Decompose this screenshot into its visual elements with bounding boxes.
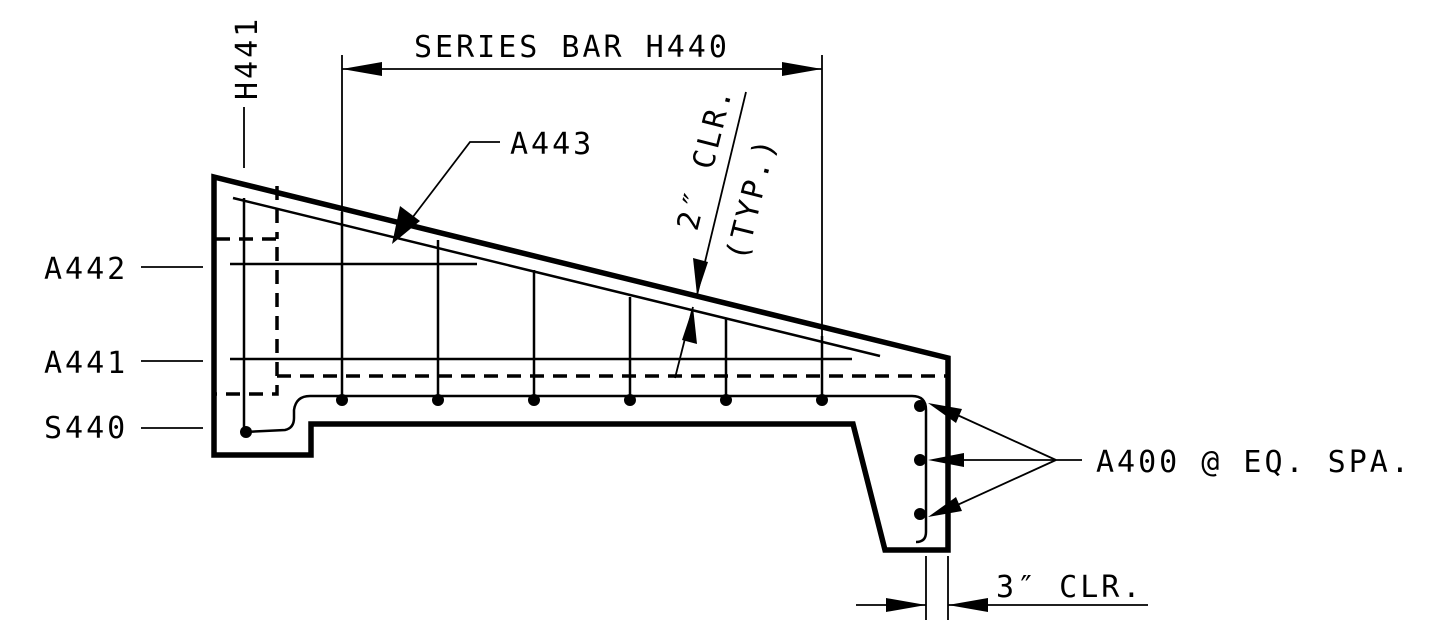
clr-2in-leader (674, 91, 747, 379)
a400-leaders (928, 403, 1082, 517)
label-series-bar: SERIES BAR H440 (414, 30, 730, 65)
series-bar-dimension (341, 55, 823, 336)
label-a400: A400 @ EQ. SPA. (1096, 445, 1412, 480)
label-a442: A442 (44, 252, 128, 287)
label-typ: (TYP.) (720, 133, 785, 264)
a443-leader (392, 141, 500, 244)
label-h441: H441 (230, 16, 265, 100)
label-s440: S440 (44, 411, 128, 446)
label-a441: A441 (44, 346, 128, 381)
dashed-bar-upper (216, 237, 279, 396)
label-clr-3in: 3″ CLR. (996, 570, 1143, 605)
bar-s440 (243, 394, 928, 544)
label-a443: A443 (510, 127, 594, 162)
concrete-outline (211, 173, 951, 553)
bar-dots (240, 394, 926, 520)
series-bars-h440 (340, 212, 824, 400)
bar-a443 (232, 196, 881, 358)
clr-3in-dimension (856, 556, 1148, 620)
